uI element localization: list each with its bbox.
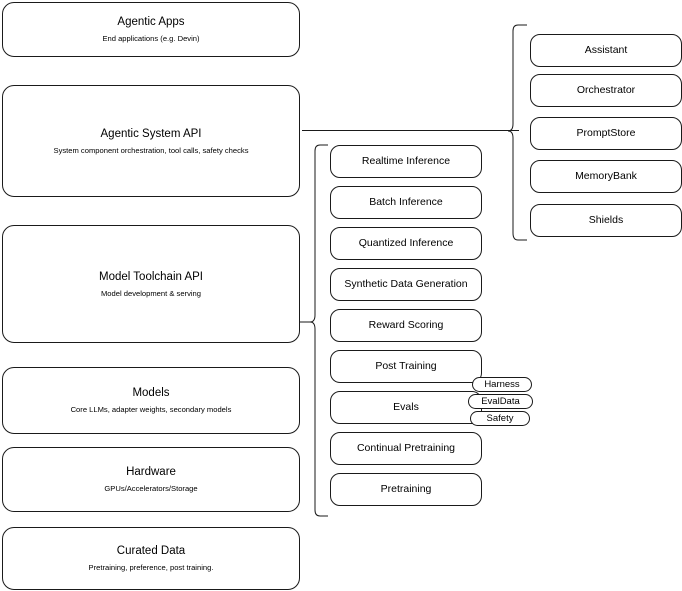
capability-label: Reward Scoring [368,318,444,331]
eval-badge-harness[interactable]: Harness [472,377,532,392]
capability-label: Evals [393,400,419,413]
capability-label: Realtime Inference [361,154,451,167]
layer-subtitle: Pretraining, preference, post training. [88,563,214,573]
layer-box-curated-data[interactable]: Curated Data Pretraining, preference, po… [2,527,300,590]
component-box-assistant[interactable]: Assistant [530,34,682,67]
eval-badge-evaldata[interactable]: EvalData [468,394,533,409]
layer-subtitle: End applications (e.g. Devin) [102,34,200,44]
capability-box-batch-inference[interactable]: Batch Inference [330,186,482,219]
capability-box-continual-pretraining[interactable]: Continual Pretraining [330,432,482,465]
layer-title: Models [132,387,170,400]
layer-title: Agentic System API [100,127,202,140]
layer-subtitle: System component orchestration, tool cal… [53,145,249,155]
capability-box-pretraining[interactable]: Pretraining [330,473,482,506]
layer-box-agentic-system-api[interactable]: Agentic System API System component orch… [2,85,300,197]
capability-label: Pretraining [380,482,432,495]
component-box-promptstore[interactable]: PromptStore [530,117,682,150]
capability-box-evals[interactable]: Evals [330,391,482,424]
capability-label: Continual Pretraining [356,441,456,454]
layer-box-model-toolchain-api[interactable]: Model Toolchain API Model development & … [2,225,300,343]
eval-badge-safety[interactable]: Safety [470,411,530,426]
component-box-memorybank[interactable]: MemoryBank [530,160,682,193]
layer-subtitle: GPUs/Accelerators/Storage [104,484,198,494]
capability-label: Synthetic Data Generation [344,277,468,290]
layer-box-agentic-apps[interactable]: Agentic Apps End applications (e.g. Devi… [2,2,300,57]
component-box-orchestrator[interactable]: Orchestrator [530,74,682,107]
capability-box-realtime-inference[interactable]: Realtime Inference [330,145,482,178]
layer-subtitle: Model development & serving [100,288,202,298]
component-label: Shields [588,213,624,226]
bracket-system-components [507,24,527,241]
component-label: PromptStore [576,126,636,139]
capability-box-post-training[interactable]: Post Training [330,350,482,383]
layer-title: Curated Data [116,545,186,558]
capability-box-reward-scoring[interactable]: Reward Scoring [330,309,482,342]
layer-title: Agentic Apps [117,16,185,29]
component-label: Assistant [584,43,628,56]
capability-label: Quantized Inference [358,236,454,249]
component-box-shields[interactable]: Shields [530,204,682,237]
capability-box-quantized-inference[interactable]: Quantized Inference [330,227,482,260]
layer-box-models[interactable]: Models Core LLMs, adapter weights, secon… [2,367,300,434]
layer-title: Hardware [126,466,176,479]
component-label: Orchestrator [576,83,636,96]
layer-box-hardware[interactable]: Hardware GPUs/Accelerators/Storage [2,447,300,512]
layer-subtitle: Core LLMs, adapter weights, secondary mo… [70,405,232,415]
capability-label: Batch Inference [369,195,443,208]
layer-title: Model Toolchain API [99,270,203,283]
bracket-toolchain-capabilities [309,144,328,517]
capability-box-synthetic-data-generation[interactable]: Synthetic Data Generation [330,268,482,301]
component-label: MemoryBank [575,169,637,182]
capability-label: Post Training [375,359,437,372]
